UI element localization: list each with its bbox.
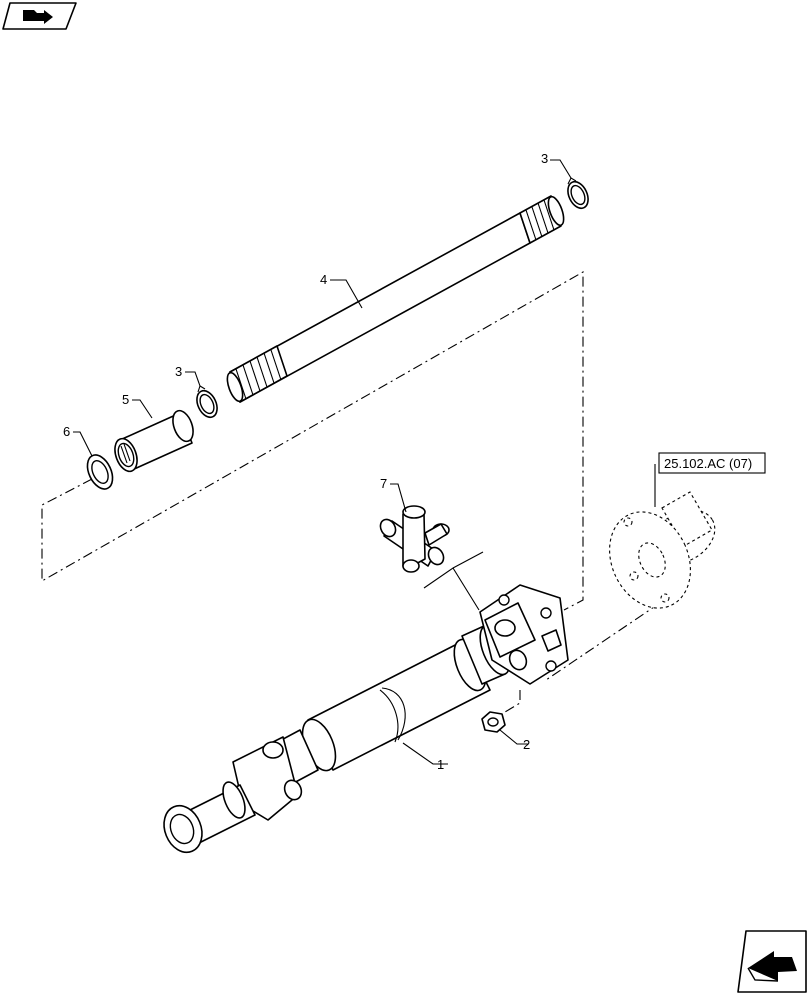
callout-2: 2	[523, 737, 530, 752]
splined-shaft	[226, 195, 565, 403]
detail-bracket	[423, 551, 484, 611]
hex-nut	[481, 711, 506, 733]
leader-4	[330, 279, 363, 309]
leader-6	[73, 431, 93, 457]
washer	[86, 454, 114, 490]
callout-4: 4	[320, 272, 327, 287]
leader-3-top	[550, 159, 572, 179]
callout-5: 5	[122, 392, 129, 407]
callout-3-mid: 3	[175, 364, 182, 379]
reference-box	[658, 452, 766, 474]
leader-3-mid	[185, 371, 201, 387]
drive-shaft-assembly	[163, 584, 569, 854]
sleeve	[114, 409, 194, 473]
leader-5	[132, 399, 153, 419]
reference-label[interactable]: 25.102.AC (07)	[664, 456, 752, 471]
callout-3-top: 3	[541, 151, 548, 166]
leader-1	[402, 742, 448, 765]
next-page-arrow-icon[interactable]	[737, 930, 807, 993]
bolt-dash-line	[545, 602, 661, 681]
assembly-dash-line	[41, 271, 584, 611]
universal-joint-cross	[379, 505, 450, 573]
snap-ring-middle	[196, 385, 218, 419]
callout-1: 1	[437, 757, 444, 772]
snap-ring-top	[567, 177, 589, 210]
leader-7	[390, 483, 407, 513]
folder-arrow-icon[interactable]	[2, 2, 77, 30]
callout-7: 7	[380, 476, 387, 491]
reference-flange	[609, 491, 716, 609]
reference-link[interactable]: 25.102.AC (07)	[658, 452, 766, 474]
leader-2	[499, 729, 528, 745]
nut-dash-line	[504, 690, 521, 713]
callout-6: 6	[63, 424, 70, 439]
